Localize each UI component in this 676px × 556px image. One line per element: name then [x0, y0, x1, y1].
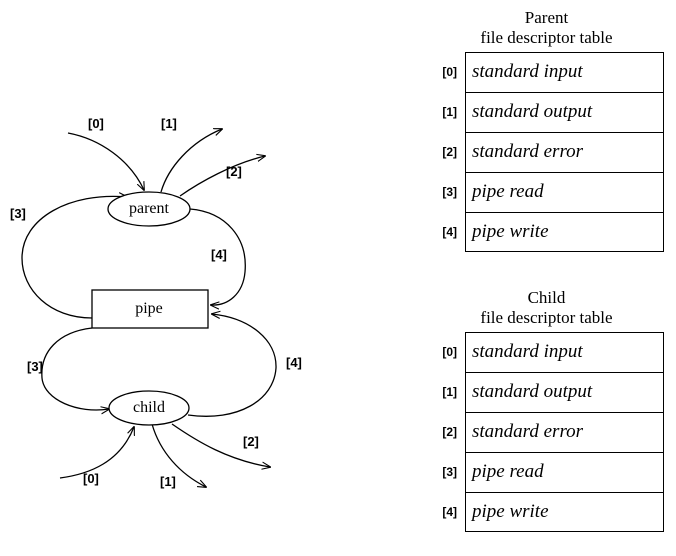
row-index: [0]	[442, 345, 457, 359]
parent-fd-table: [0] standard input [1] standard output […	[429, 52, 664, 252]
parent-fd-label-0: [0]	[88, 116, 104, 131]
arrow-child-stderr	[171, 423, 270, 467]
parent-node-label: parent	[129, 200, 169, 217]
parent-fd-label-3: [3]	[10, 206, 26, 221]
parent-ellipse	[107, 191, 191, 227]
table-row: [3] pipe read	[429, 172, 664, 212]
row-value: pipe write	[465, 212, 664, 252]
row-index: [3]	[442, 465, 457, 479]
arrow-child-stdout	[151, 423, 206, 487]
row-index: [3]	[442, 185, 457, 199]
table-row: [3] pipe read	[429, 452, 664, 492]
table-row: [0] standard input	[429, 332, 664, 372]
parent-table-title: Parent file descriptor table	[429, 8, 664, 48]
arrow-parent-pipe-write	[189, 208, 246, 305]
child-fd-label-4: [4]	[286, 355, 302, 370]
child-fd-label-0: [0]	[83, 471, 99, 486]
row-value: standard error	[465, 132, 664, 172]
arrow-parent-stderr	[179, 156, 265, 197]
parent-fd-label-2: [2]	[226, 164, 242, 179]
row-value: pipe read	[465, 172, 664, 212]
table-row: [4] pipe write	[429, 212, 664, 252]
child-fd-label-3: [3]	[27, 359, 43, 374]
row-index: [4]	[442, 505, 457, 519]
parent-fd-label-4: [4]	[211, 247, 227, 262]
row-index: [1]	[442, 105, 457, 119]
process-pipe-diagram: parent pipe child [0] [1] [2] [3] [4] [3…	[10, 0, 302, 556]
child-fd-table: [0] standard input [1] standard output […	[429, 332, 664, 532]
table-row: [0] standard input	[429, 52, 664, 92]
child-ellipse	[108, 390, 190, 426]
row-value: pipe write	[465, 492, 664, 532]
table-row: [2] standard error	[429, 132, 664, 172]
row-index: [0]	[442, 65, 457, 79]
diagram-svg	[21, 0, 277, 556]
arrow-child-pipe-write	[187, 314, 277, 417]
table-row: [2] standard error	[429, 412, 664, 452]
arrow-parent-pipe-read	[21, 196, 127, 319]
table-row: [4] pipe write	[429, 492, 664, 532]
arrow-child-stdin	[59, 427, 134, 479]
row-value: standard output	[465, 92, 664, 132]
row-value: pipe read	[465, 452, 664, 492]
row-value: standard error	[465, 412, 664, 452]
table-row: [1] standard output	[429, 372, 664, 412]
row-value: standard input	[465, 332, 664, 372]
row-index: [4]	[442, 225, 457, 239]
parent-fd-label-1: [1]	[161, 116, 177, 131]
row-index: [2]	[442, 145, 457, 159]
arrow-parent-stdin	[67, 132, 144, 190]
parent-fd-table-block: Parent file descriptor table [0] standar…	[429, 8, 664, 252]
arrow-parent-stdout	[160, 129, 222, 193]
parent-table-title-line1: Parent	[524, 8, 569, 27]
child-fd-table-block: Child file descriptor table [0] standard…	[429, 288, 664, 532]
pipe-node-label: pipe	[135, 300, 163, 317]
child-table-title-line1: Child	[527, 288, 566, 307]
row-index: [2]	[442, 425, 457, 439]
row-value: standard output	[465, 372, 664, 412]
child-fd-label-2: [2]	[243, 434, 259, 449]
table-row: [1] standard output	[429, 92, 664, 132]
child-fd-label-1: [1]	[160, 474, 176, 489]
child-table-title: Child file descriptor table	[429, 288, 664, 328]
row-value: standard input	[465, 52, 664, 92]
arrow-child-pipe-read	[41, 327, 109, 410]
pipe-box	[91, 289, 209, 329]
child-node-label: child	[133, 399, 165, 416]
child-table-title-line2: file descriptor table	[480, 308, 613, 327]
row-index: [1]	[442, 385, 457, 399]
parent-table-title-line2: file descriptor table	[480, 28, 613, 47]
